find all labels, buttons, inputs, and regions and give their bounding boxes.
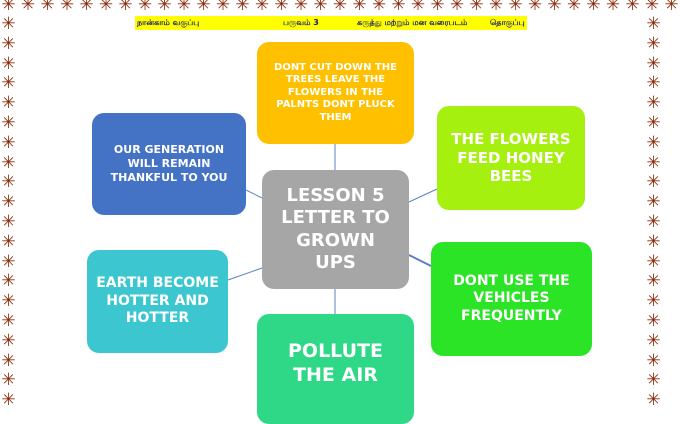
border-star-icon: ✳	[274, 0, 289, 15]
border-star-icon: ✳	[605, 0, 621, 15]
border-star-icon: ✳	[646, 73, 661, 94]
border-star-icon: ✳	[1, 113, 16, 133]
border-star-icon: ✳	[352, 0, 367, 15]
border-star-icon: ✳	[646, 271, 661, 292]
border-star-icon: ✳	[646, 330, 661, 351]
node-dont-use-vehicles: DONT USE THE VEHICLES FREQUENTLY	[431, 242, 592, 356]
node-text: DONT USE THE VEHICLES FREQUENTLY	[453, 272, 570, 324]
border-star-icon: ✳	[1, 251, 16, 272]
border-star-icon: ✳	[1, 271, 16, 292]
border-star-icon: ✳	[1, 291, 16, 312]
border-star-icon: ✳	[646, 251, 661, 272]
border-star-icon: ✳	[646, 291, 661, 312]
connector-left	[227, 267, 263, 281]
border-star-icon: ✳	[196, 0, 211, 15]
border-star-icon: ✳	[646, 172, 661, 193]
border-star-icon: ✳	[646, 113, 661, 133]
border-star-icon: ✳	[79, 0, 94, 15]
border-star-icon: ✳	[449, 0, 465, 15]
connector-top-left	[245, 189, 263, 199]
border-star-icon: ✳	[646, 152, 661, 173]
border-star-icon: ✳	[1, 73, 16, 94]
border-star-icon: ✳	[254, 0, 270, 15]
border-star-icon: ✳	[527, 0, 543, 15]
border-star-icon: ✳	[1, 33, 16, 54]
border-star-icon: ✳	[644, 0, 660, 15]
border-star-icon: ✳	[646, 370, 661, 391]
border-star-icon: ✳	[157, 0, 172, 15]
border-star-icon: ✳	[391, 0, 406, 15]
border-star-icon: ✳	[1, 192, 16, 213]
center-node-lesson: LESSON 5 LETTER TO GROWN UPS	[262, 170, 409, 289]
connector-right	[408, 254, 432, 267]
border-star-icon: ✳	[332, 0, 348, 15]
border-star-icon: ✳	[488, 0, 504, 15]
border-star-icon: ✳	[1, 14, 16, 34]
border-star-icon: ✳	[40, 0, 55, 15]
border-star-icon: ✳	[215, 0, 231, 15]
border-star-icon: ✳	[235, 0, 250, 15]
header-collection: தொகுப்பு	[490, 18, 525, 27]
border-star-icon: ✳	[371, 0, 387, 15]
node-earth-hotter: EARTH BECOME HOTTER AND HOTTER	[87, 250, 228, 353]
node-generation-thankful: OUR GENERATION WILL REMAIN THANKFUL TO Y…	[92, 113, 246, 215]
border-star-icon: ✳	[293, 0, 309, 15]
connector-top-right	[408, 188, 438, 203]
border-star-icon: ✳	[646, 14, 661, 34]
border-star-icon: ✳	[586, 0, 601, 15]
border-star-icon: ✳	[646, 192, 661, 213]
border-star-icon: ✳	[566, 0, 582, 15]
node-text: POLLUTE THE AIR	[288, 340, 383, 386]
border-star-icon: ✳	[646, 231, 661, 252]
border-star-icon: ✳	[664, 0, 679, 15]
border-star-icon: ✳	[1, 132, 16, 153]
border-star-icon: ✳	[508, 0, 523, 15]
border-star-icon: ✳	[137, 0, 153, 15]
border-star-icon: ✳	[646, 93, 661, 114]
border-star-icon: ✳	[1, 350, 16, 371]
border-star-icon: ✳	[625, 0, 640, 15]
header-term: பருவம் 3	[283, 18, 319, 27]
header-bar: நான்காம் வகுப்பு பருவம் 3 கருத்து மற்றும…	[135, 16, 527, 30]
border-star-icon: ✳	[410, 0, 426, 15]
border-star-icon: ✳	[313, 0, 328, 15]
border-star-icon: ✳	[1, 311, 16, 331]
border-star-icon: ✳	[59, 0, 75, 15]
border-star-icon: ✳	[1, 212, 16, 232]
border-star-icon: ✳	[1, 172, 16, 193]
border-star-icon: ✳	[1, 53, 16, 74]
node-text: EARTH BECOME HOTTER AND HOTTER	[96, 275, 219, 327]
node-text: OUR GENERATION WILL REMAIN THANKFUL TO Y…	[110, 143, 228, 184]
border-star-icon: ✳	[1, 93, 16, 114]
center-text: LESSON 5 LETTER TO GROWN UPS	[281, 184, 390, 274]
border-star-icon: ✳	[118, 0, 133, 15]
node-text: THE FLOWERS FEED HONEY BEES	[451, 129, 571, 186]
border-star-icon: ✳	[646, 33, 661, 54]
node-pollute-air: POLLUTE THE AIR	[257, 314, 414, 424]
node-text: DONT CUT DOWN THE TREES LEAVE THE FLOWER…	[274, 61, 397, 123]
header-title: கருத்து மற்றும் மன வரைபடம்	[357, 18, 468, 27]
border-star-icon: ✳	[646, 311, 661, 331]
node-flowers-feed-bees: THE FLOWERS FEED HONEY BEES	[437, 106, 585, 210]
border-star-icon: ✳	[646, 53, 661, 74]
border-star-icon: ✳	[98, 0, 114, 15]
border-star-icon: ✳	[646, 350, 661, 371]
header-class: நான்காம் வகுப்பு	[137, 18, 200, 27]
border-star-icon: ✳	[547, 0, 562, 15]
border-star-icon: ✳	[176, 0, 192, 15]
border-star-icon: ✳	[1, 370, 16, 391]
connector-lines	[227, 144, 438, 314]
border-star-icon: ✳	[1, 152, 16, 173]
border-star-icon: ✳	[20, 0, 36, 15]
node-dont-cut-trees: DONT CUT DOWN THE TREES LEAVE THE FLOWER…	[257, 42, 414, 144]
border-star-icon: ✳	[1, 0, 16, 15]
border-star-icon: ✳	[646, 212, 661, 232]
border-star-icon: ✳	[1, 330, 16, 351]
border-star-icon: ✳	[1, 231, 16, 252]
border-star-icon: ✳	[469, 0, 484, 15]
border-star-icon: ✳	[646, 132, 661, 153]
border-star-icon: ✳	[430, 0, 445, 15]
